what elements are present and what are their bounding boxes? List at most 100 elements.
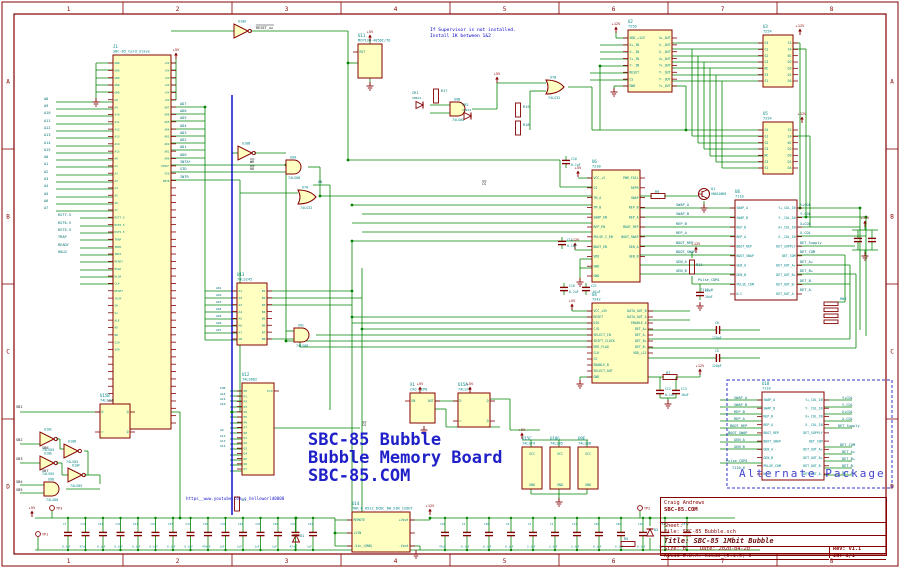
svg-text:DET_OUT_B+: DET_OUT_B+ (776, 273, 795, 277)
svg-text:P3: P3 (244, 405, 248, 409)
gate-U10A[interactable]: U10A (233, 20, 252, 39)
component-U14[interactable]: U14THR_6_0512_DCDC_6W_SIN_12OUTREMOTE+VI… (347, 501, 415, 553)
svg-text:R5: R5 (624, 537, 628, 541)
board-title-line2: Bubble Memory Board (308, 448, 503, 468)
component-U8[interactable]: U87110SWAP_ASWAP_BREP_BREP_ABOOT_REPBOOT… (730, 189, 802, 301)
svg-text:A8: A8 (239, 337, 243, 341)
component-U2[interactable]: U27250VDD_+12VX+_INX-_INY+_INY-_INRESETC… (623, 19, 677, 93)
svg-text:CR1: CR1 (412, 91, 419, 95)
svg-text:G4: G4 (765, 41, 769, 45)
svg-text:0.1uF: 0.1uF (571, 163, 581, 167)
component-J1[interactable]: J1SBC-85_Card_SlaveGNDGNDGNDGNDGNDA8A9A1… (108, 44, 176, 430)
component-X1[interactable]: X1CXO_DIP8ENOUT (405, 382, 440, 424)
svg-text:U7B: U7B (550, 76, 556, 80)
svg-text:AD6: AD6 (216, 321, 222, 325)
svg-text:C32: C32 (660, 522, 665, 526)
svg-text:SB4: SB4 (16, 480, 23, 484)
svg-text:S0: S0 (115, 304, 119, 308)
svg-text:7250: 7250 (628, 25, 637, 29)
svg-text:G2: G2 (765, 54, 769, 58)
svg-text:MCP130-485DI/TO: MCP130-485DI/TO (358, 39, 390, 43)
component-U18[interactable]: U187110SWAP_ASWAP_BREP_BREP_ABOOT_REPBOO… (757, 381, 829, 481)
svg-text:AD3: AD3 (216, 300, 222, 304)
svg-text:C41: C41 (98, 522, 103, 526)
svg-text:+12V: +12V (696, 364, 705, 368)
svg-text:RESET: RESET (115, 289, 124, 293)
svg-text:C1: C1 (528, 522, 532, 526)
component-U12[interactable]: U1274LS682P0P1P2P3P4P5P6P7Q0Q1Q2Q3Q4Q5Q6… (237, 372, 279, 476)
svg-text:R18: R18 (523, 123, 530, 127)
svg-text:REPR: REPR (631, 186, 639, 190)
resistor-network[interactable]: RN1 (823, 297, 847, 325)
svg-text:U13: U13 (237, 272, 245, 277)
svg-text:OUT: OUT (428, 399, 434, 403)
svg-text:DET_COM: DET_COM (809, 439, 823, 443)
component-U6[interactable]: U67230VCC_+5CSTM_ATM_BSWAP_ENREP_ENPULSE… (587, 159, 645, 283)
svg-text:0.1uF: 0.1uF (505, 545, 514, 549)
svg-text:REP_B: REP_B (629, 206, 639, 210)
svg-text:SWAP_B: SWAP_B (737, 216, 749, 220)
svg-text:A15: A15 (220, 444, 226, 448)
svg-text:DET_Supply: DET_Supply (800, 241, 822, 245)
svg-text:D: D (460, 399, 462, 403)
svg-text:5: 5 (503, 6, 507, 13)
svg-text:IOR: IOR (220, 386, 226, 390)
svg-text:GEN_A: GEN_A (734, 438, 746, 442)
svg-text:Q1: Q1 (244, 436, 248, 440)
svg-text:A6: A6 (115, 201, 119, 205)
svg-text:U9C: U9C (298, 324, 304, 328)
youtube-url[interactable]: https__www.youtube.com_c_helloworld0000 (186, 496, 285, 501)
svg-text:A1: A1 (239, 289, 243, 293)
svg-text:DET_A-: DET_A- (635, 333, 647, 337)
svg-text:P5: P5 (244, 415, 248, 419)
svg-text:A7: A7 (44, 206, 48, 210)
svg-text:AD5: AD5 (180, 116, 187, 120)
svg-text:U10G: U10G (550, 436, 560, 441)
component-U4[interactable]: U47242VCC_+5VRESETDIOC/DSELECT_INSHIFT_C… (587, 292, 653, 384)
svg-text:RST5.5: RST5.5 (115, 230, 125, 234)
svg-text:U14: U14 (352, 501, 360, 506)
svg-text:D1: D1 (300, 534, 304, 538)
title-block-company: SBC-85.COM (664, 506, 698, 513)
svg-text:74LS08: 74LS08 (288, 176, 300, 180)
svg-text:0.1uF: 0.1uF (185, 545, 194, 549)
svg-text:GND: GND (594, 264, 600, 268)
svg-text:D2: D2 (788, 147, 792, 151)
svg-text:B: B (890, 214, 894, 221)
svg-text:PULSE_COM: PULSE_COM (737, 283, 754, 287)
svg-text:.01uF: .01uF (591, 290, 601, 294)
svg-text:C20: C20 (616, 522, 621, 526)
svg-text:U15A: U15A (458, 382, 468, 387)
svg-text:C30: C30 (638, 522, 643, 526)
svg-text:A5: A5 (44, 192, 48, 196)
svg-text:AD3: AD3 (180, 131, 187, 135)
svg-text:AD0: AD0 (164, 157, 169, 161)
svg-text:DET_OUT_A+: DET_OUT_A+ (776, 264, 795, 268)
svg-text:Q3: Q3 (244, 446, 248, 450)
svg-text:TRAP: TRAP (115, 238, 122, 242)
svg-text:+5V: +5V (575, 166, 582, 170)
gate-U10B[interactable]: U10B (237, 142, 256, 161)
component-U13[interactable]: U1374LS245A1A2A3A4A5A6A7A8B1B2B3B4B5B6B7… (232, 272, 272, 346)
